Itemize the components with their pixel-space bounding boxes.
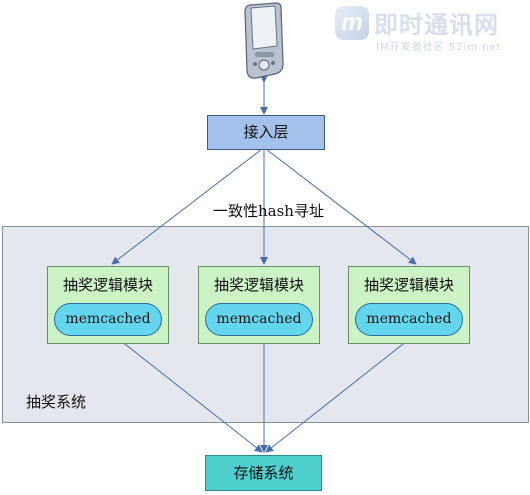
memcached-node: memcached [54, 303, 162, 336]
lottery-system-label: 抽奖系统 [26, 393, 87, 411]
watermark-subtitle: IM开发者社区 52im.net [376, 42, 502, 53]
lottery-logic-module-3: 抽奖逻辑模块 memcached [348, 266, 470, 344]
memcached-node: memcached [355, 303, 463, 336]
access-layer-label: 接入层 [243, 123, 289, 141]
consistent-hash-label: 一致性hash寻址 [213, 202, 324, 220]
module-title: 抽奖逻辑模块 [62, 276, 153, 294]
cache3-storage-connector [265, 336, 413, 453]
storage-system-label: 存储系统 [233, 464, 294, 482]
storage-system-box: 存储系统 [205, 455, 322, 491]
module-title: 抽奖逻辑模块 [363, 276, 454, 294]
lottery-logic-module-2: 抽奖逻辑模块 memcached [198, 266, 320, 344]
access-module3-connector [258, 141, 417, 265]
mobile-phone-icon [244, 2, 284, 79]
access-module1-connector [111, 141, 270, 265]
lottery-logic-module-1: 抽奖逻辑模块 memcached [47, 266, 169, 344]
module-title: 抽奖逻辑模块 [213, 276, 304, 294]
cache1-storage-connector [115, 336, 263, 453]
access-layer-box: 接入层 [207, 115, 325, 150]
memcached-node: memcached [205, 303, 313, 336]
watermark-logo-icon: m [335, 6, 369, 40]
watermark-title: 即时通讯网 [374, 11, 499, 39]
